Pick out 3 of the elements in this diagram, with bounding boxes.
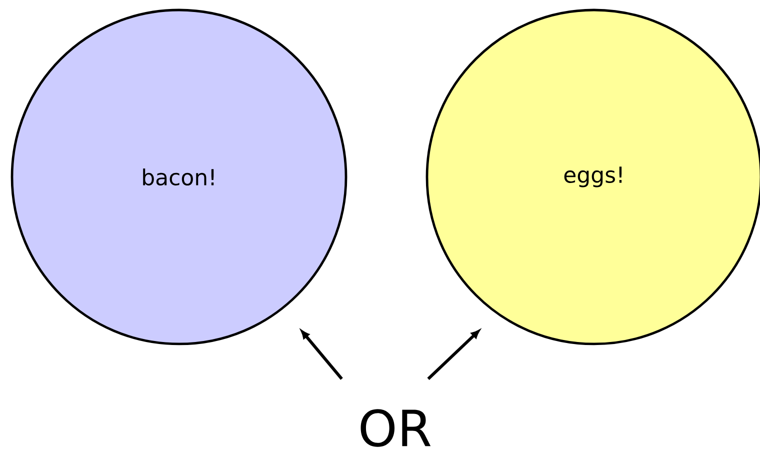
arrow — [301, 330, 343, 380]
or-label: OR — [360, 409, 431, 447]
arrow — [427, 330, 480, 380]
